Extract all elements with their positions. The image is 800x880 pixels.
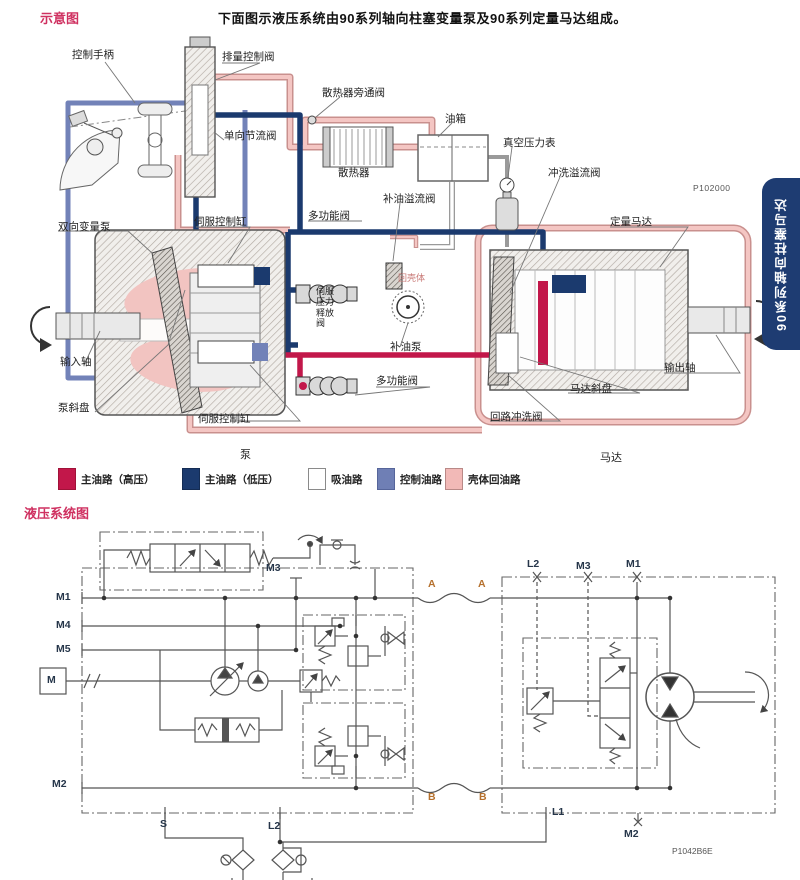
legend-swatch-case-drain <box>445 468 463 490</box>
side-tab: 90系列轴向柱塞马达 <box>762 178 800 350</box>
port-m5: M5 <box>56 643 71 655</box>
legend-low-pressure: 主油路（低压） <box>182 468 279 490</box>
suction-pipes <box>420 155 509 250</box>
displacement-control-valve-symbol <box>184 36 216 198</box>
port-m1-motor: M1 <box>626 558 641 570</box>
label-multifunction-valve-bottom: 多功能阀 <box>376 375 418 387</box>
radiator-symbol <box>307 115 394 168</box>
port-b-left: B <box>428 791 436 803</box>
legend-swatch-high-pressure <box>58 468 76 490</box>
legend-label: 控制油路 <box>400 473 442 486</box>
charge-pump-symbol <box>385 262 425 324</box>
caption-pump: 泵 <box>240 449 251 461</box>
circuit-lines <box>39 534 770 880</box>
label-oil-tank: 油箱 <box>445 113 466 125</box>
label-pump-swashplate: 泵斜盘 <box>58 402 90 414</box>
port-m4: M4 <box>56 619 71 631</box>
junction-dots <box>101 595 673 845</box>
schematic-drawing <box>30 36 776 434</box>
label-vacuum-gauge: 真空压力表 <box>503 137 556 149</box>
caption-motor: 马达 <box>600 452 622 464</box>
tank-symbol <box>417 134 489 182</box>
label-motor-swashplate: 马达斜盘 <box>570 383 612 395</box>
bypass-valve-symbol <box>307 115 317 125</box>
label-radiator-bypass-valve: 散热器旁通阀 <box>322 87 385 99</box>
label-output-shaft: 输出轴 <box>664 362 696 374</box>
schematic-header: 示意图 <box>40 11 80 26</box>
port-m3-motor: M3 <box>576 560 591 572</box>
label-to-housing: 回壳体 <box>398 273 426 283</box>
label-flushing-relief-valve: 冲洗溢流阀 <box>548 167 601 179</box>
label-servo-pressure-relief-valve: 伺服压力释放阀 <box>316 286 335 329</box>
legend-label: 主油路（高压） <box>81 473 155 486</box>
label-servo-cylinder-bottom: 伺服控制缸 <box>198 413 251 425</box>
legend-label: 壳体回油路 <box>468 473 521 486</box>
legend-case-drain: 壳体回油路 <box>445 468 521 490</box>
charge-relief-symbol <box>385 262 403 290</box>
label-displacement-control-valve: 排量控制阀 <box>222 51 275 63</box>
legend-swatch-low-pressure <box>182 468 200 490</box>
port-b-right: B <box>479 791 487 803</box>
port-motor-box: M <box>47 674 56 686</box>
port-m2-left: M2 <box>52 778 67 790</box>
port-l1: L1 <box>552 806 565 818</box>
legend-swatch-suction <box>308 468 326 490</box>
label-fixed-motor: 定量马达 <box>610 216 652 228</box>
port-m2-right: M2 <box>624 828 639 840</box>
circuit-drawing <box>39 531 776 880</box>
label-charge-relief-valve: 补油溢流阀 <box>383 193 436 205</box>
schematic-code: P102000 <box>693 183 731 193</box>
vacuum-gauge-filter <box>495 177 519 231</box>
port-s: S <box>160 818 168 830</box>
circuit-header: 液压系统图 <box>24 506 90 521</box>
side-tab-label: 90系列轴向柱塞马达 <box>774 197 789 331</box>
multifunction-valves <box>295 284 358 396</box>
page-title: 下面图示液压系统由90系列轴向柱塞变量泵及90系列定量马达组成。 <box>218 11 627 26</box>
control-handle-assembly <box>59 102 186 191</box>
label-loop-flushing-valve: 回路冲洗阀 <box>490 411 543 423</box>
port-m3-pump: M3 <box>266 562 281 574</box>
port-a-right: A <box>478 578 486 590</box>
legend-swatch-control-oil <box>377 468 395 490</box>
label-one-way-throttle-valve: 单向节流阀 <box>224 130 277 142</box>
label-bidirectional-variable-pump: 双向变量泵 <box>58 221 111 233</box>
legend-label: 吸油路 <box>331 473 363 486</box>
label-charge-pump: 补油泵 <box>390 341 422 353</box>
boundary-boxes <box>81 531 776 814</box>
leader-lines <box>58 61 741 422</box>
legend-control-oil: 控制油路 <box>377 468 442 490</box>
legend-high-pressure: 主油路（高压） <box>58 468 155 490</box>
port-l2-bottom: L2 <box>268 820 281 832</box>
legend-suction: 吸油路 <box>308 468 363 490</box>
label-input-shaft: 输入轴 <box>60 356 92 368</box>
port-m1-left: M1 <box>56 591 71 603</box>
motor-cutaway <box>487 249 776 391</box>
circuit-code: P1042B6E <box>672 846 713 856</box>
label-servo-cylinder-top: 伺服控制缸 <box>194 216 247 228</box>
label-control-handle: 控制手柄 <box>72 49 114 61</box>
port-l2-top: L2 <box>527 558 540 570</box>
label-radiator: 散热器 <box>338 167 370 179</box>
port-a-left: A <box>428 578 436 590</box>
legend-label: 主油路（低压） <box>205 473 279 486</box>
label-multifunction-valve-top: 多功能阀 <box>308 210 350 222</box>
